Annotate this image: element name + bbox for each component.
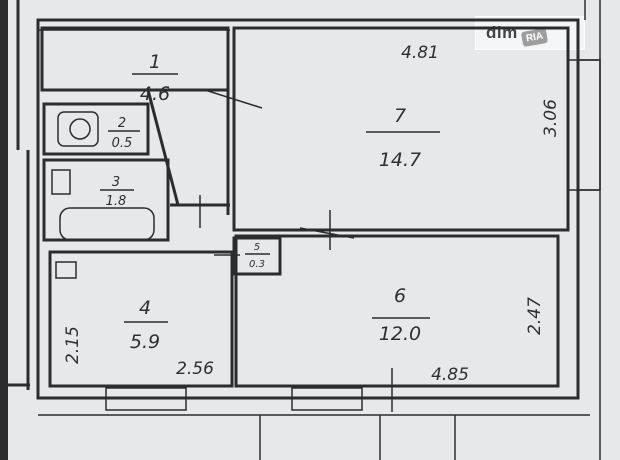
room-7-label: 7 14.7 <box>366 105 440 171</box>
room-area: 0.5 <box>112 136 133 151</box>
room-2-label: 2 0.5 <box>108 116 140 151</box>
bedroom-window <box>291 387 363 411</box>
room-5-label: 5 0.3 <box>245 242 270 270</box>
room-area: 12.0 <box>379 323 421 345</box>
toilet-bowl <box>69 118 91 140</box>
sink-fixture <box>51 169 71 195</box>
room-7-living <box>232 26 570 232</box>
room-area: 5.9 <box>130 331 160 353</box>
apartment-outline <box>36 18 580 400</box>
kitchen-window <box>105 387 187 411</box>
room-1-label: 1 4.6 <box>132 51 178 105</box>
room-6-bedroom <box>234 234 560 388</box>
room-number: 5 <box>254 242 260 253</box>
room7-width-dim: 4.81 <box>401 43 439 63</box>
room-area: 0.3 <box>249 259 265 270</box>
room-number: 3 <box>112 175 120 190</box>
room-number: 2 <box>118 116 126 131</box>
stove-fixture <box>55 261 77 279</box>
room6-depth-dim: 2.47 <box>525 297 545 335</box>
room-number: 6 <box>394 285 406 307</box>
room4-depth-dim: 2.15 <box>63 326 83 364</box>
toilet-fixture <box>57 111 99 147</box>
room-number: 7 <box>394 105 406 127</box>
room-2-toilet <box>42 102 150 156</box>
room-area: 1.8 <box>106 194 127 209</box>
room-area: 4.6 <box>140 83 170 105</box>
window-right <box>577 59 601 191</box>
room-5-closet <box>232 236 282 276</box>
room-area: 14.7 <box>379 149 421 171</box>
room-number: 4 <box>139 297 151 319</box>
room4-width-dim: 2.56 <box>176 359 214 379</box>
room-6-label: 6 12.0 <box>372 285 430 345</box>
room-1-hallway <box>40 26 230 92</box>
room-4-label: 4 5.9 <box>124 297 168 353</box>
room-4-kitchen <box>48 250 234 388</box>
room7-depth-dim: 3.06 <box>541 99 561 137</box>
hallway-diagonal-wall <box>146 89 180 206</box>
room-number: 1 <box>149 51 161 73</box>
room6-width-dim: 4.85 <box>431 365 469 385</box>
left-edge-wall <box>0 0 8 460</box>
bathtub-fixture <box>59 207 155 241</box>
room-3-label: 3 1.8 <box>100 175 134 209</box>
